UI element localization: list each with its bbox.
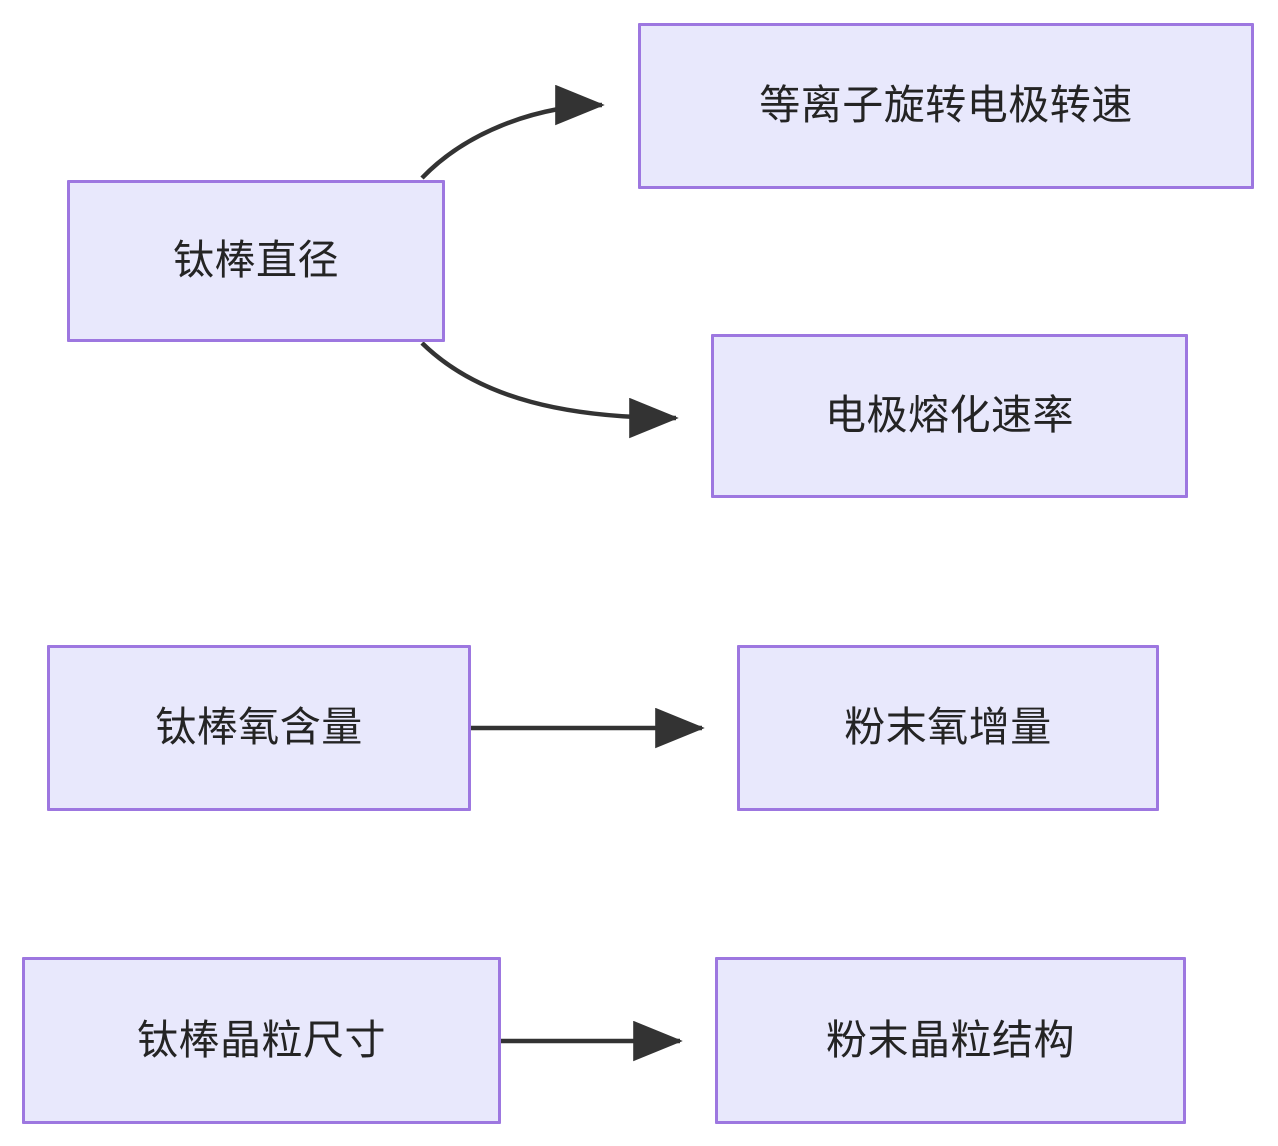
node-plasma-rotating-electrode-speed-label: 等离子旋转电极转速: [759, 82, 1133, 129]
node-powder-grain-structure-label: 粉末晶粒结构: [826, 1016, 1075, 1063]
node-rod-grain-size-label: 钛棒晶粒尺寸: [137, 1016, 386, 1063]
node-rod-diameter-label: 钛棒直径: [173, 237, 339, 284]
node-rod-oxygen-content-label: 钛棒氧含量: [155, 704, 363, 751]
edge-rod-diameter-to-melt-rate: [420, 341, 679, 439]
node-powder-grain-structure[interactable]: 粉末晶粒结构: [715, 957, 1186, 1124]
node-powder-oxygen-increase-label: 粉末氧增量: [844, 704, 1052, 751]
node-powder-oxygen-increase[interactable]: 粉末氧增量: [737, 645, 1159, 811]
node-rod-oxygen-content[interactable]: 钛棒氧含量: [47, 645, 471, 811]
node-electrode-melting-rate[interactable]: 电极熔化速率: [711, 334, 1188, 498]
node-rod-grain-size[interactable]: 钛棒晶粒尺寸: [22, 957, 501, 1124]
node-electrode-melting-rate-label: 电极熔化速率: [825, 392, 1074, 439]
node-rod-diameter[interactable]: 钛棒直径: [67, 180, 445, 342]
edge-rod-diameter-to-plasma-speed: [420, 84, 605, 180]
node-plasma-rotating-electrode-speed[interactable]: 等离子旋转电极转速: [638, 23, 1254, 189]
